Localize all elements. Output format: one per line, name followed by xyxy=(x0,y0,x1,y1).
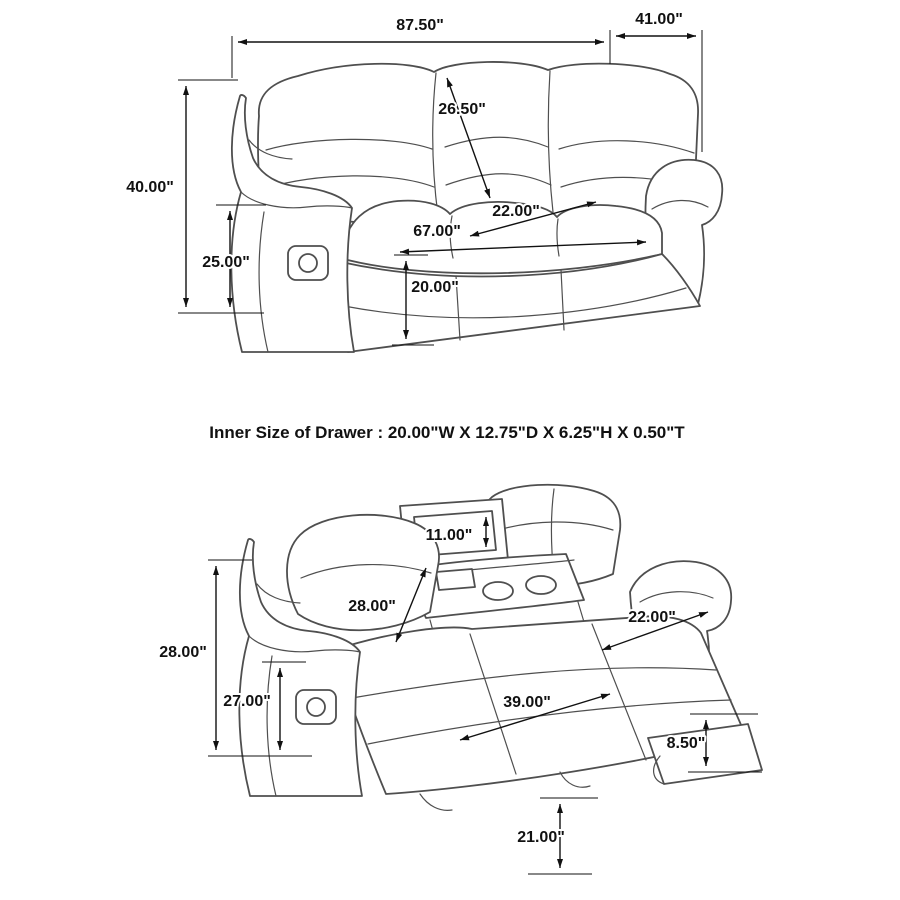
upright-back-seam-1 xyxy=(432,72,439,217)
dim-footrest-label: 8.50" xyxy=(667,735,706,752)
dim-seat-depth-arrow xyxy=(469,201,597,237)
upright-tuft-5 xyxy=(558,140,695,154)
deck-seam-h1 xyxy=(351,667,717,699)
dim-back-height-label: 28.00" xyxy=(348,598,396,615)
upright-base-seam-v1 xyxy=(455,275,461,341)
dim-overall-width-label: 87.50" xyxy=(396,17,444,34)
dim-back-height-arrow xyxy=(395,567,427,643)
dim-reclined-seat-label: 22.00" xyxy=(628,609,676,626)
cupholder-left xyxy=(482,581,514,601)
dim-inner-width-arrow xyxy=(399,239,647,255)
mechanism-2 xyxy=(559,771,591,788)
dim-overall-height-label: 40.00" xyxy=(126,179,174,196)
upright-tuft-2 xyxy=(266,175,435,189)
mechanism-1 xyxy=(419,793,453,811)
reclined-left-arm-top-seam xyxy=(248,635,361,653)
dim-inner-width-label: 67.00" xyxy=(413,223,461,240)
reclined-right-arm-seam xyxy=(639,591,714,603)
dim-extended-length-arrow xyxy=(459,693,611,741)
reclined-dimensions: 11.00" 28.00" 28.00" 27.00" 22.00" 39.00… xyxy=(157,517,762,875)
upright-recliner-handle-ring xyxy=(298,253,318,273)
deck-seam-v2 xyxy=(591,623,647,761)
upright-dimensions: 87.50" 41.00" 40.00" 25.00" 26.50" 22.00… xyxy=(124,9,703,346)
dim-reclined-height-label: 28.00" xyxy=(159,644,207,661)
reclined-left-arm-panel-seam xyxy=(266,655,277,797)
dim-arm-height-label: 25.00" xyxy=(202,254,250,271)
dim-depth-label: 41.00" xyxy=(635,11,683,28)
upright-base-seam-v2 xyxy=(560,269,565,331)
dim-reclined-arm-label: 27.00" xyxy=(223,693,271,710)
upright-back-seam-2 xyxy=(547,70,554,213)
upright-left-arm-tuft xyxy=(248,139,293,160)
dim-seat-depth-label: 22.00" xyxy=(492,203,540,220)
cupholder-right xyxy=(525,575,557,595)
drawer-size-note: Inner Size of Drawer : 20.00"W X 12.75"D… xyxy=(209,423,685,442)
dim-extended-length-label: 39.00" xyxy=(503,694,551,711)
dim-seat-height-label: 20.00" xyxy=(411,279,459,296)
upright-tuft-1 xyxy=(265,138,433,151)
dim-back-cushion-arrow xyxy=(446,77,491,199)
dim-console-label: 11.00" xyxy=(426,527,473,544)
dim-back-cushion-label: 26.50" xyxy=(438,101,486,118)
footrest-lever xyxy=(653,755,665,785)
upright-left-arm-top-seam xyxy=(240,191,353,209)
reclined-recliner-handle-ring xyxy=(306,697,326,717)
reclined-left-arm-tuft xyxy=(256,583,301,604)
upright-base-seam-h xyxy=(343,287,687,319)
console-support-2 xyxy=(577,601,585,623)
dim-reclined-seat-arrow xyxy=(601,611,709,651)
sofa-upright-drawing xyxy=(230,61,724,353)
dim-clearance-label: 21.00" xyxy=(517,829,565,846)
sofa-reclined-drawing xyxy=(238,483,763,811)
upright-left-arm-panel-seam xyxy=(258,211,269,353)
console-drawer-front xyxy=(435,568,476,591)
upright-right-arm-seam xyxy=(651,199,709,210)
